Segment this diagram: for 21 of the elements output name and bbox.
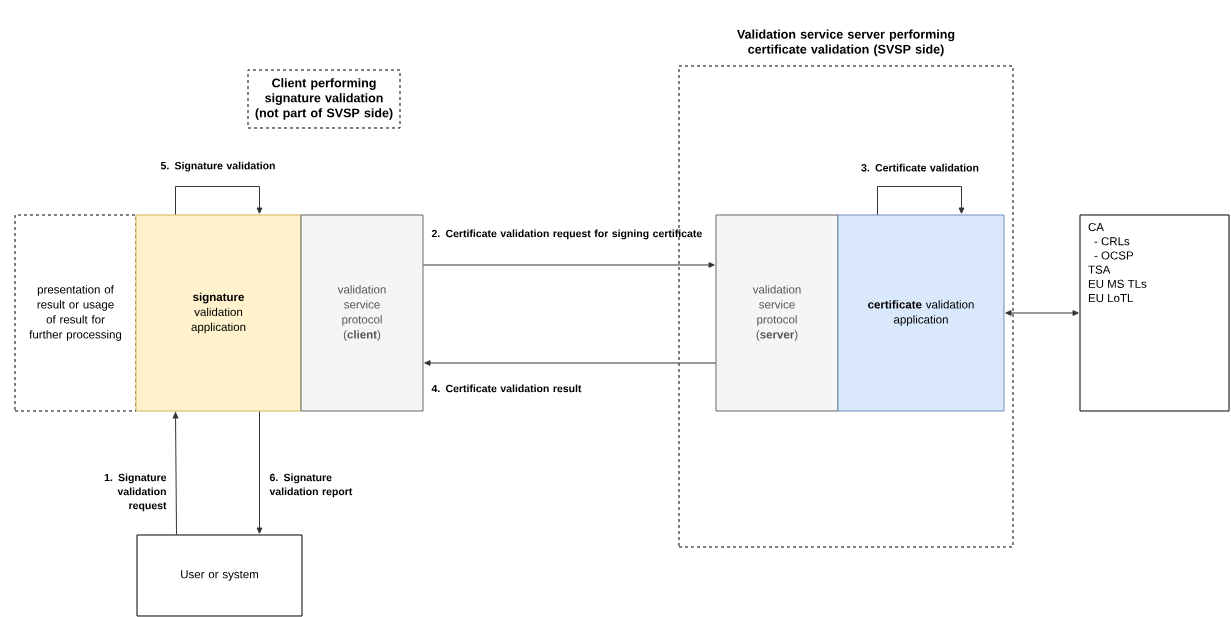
arrow xyxy=(1005,310,1079,316)
source-list-box: CA - CRLs - OCSP TSA EU MS TLs EU LoTL xyxy=(1079,214,1230,412)
arrow xyxy=(172,412,179,535)
protocol-box: validation service protocol (client) xyxy=(300,214,424,412)
edge-label: 4. Certificate validation result xyxy=(431,384,582,393)
arrow xyxy=(423,262,715,268)
actor-box: User or system xyxy=(136,534,303,617)
edge-label: 1. Signature validation request xyxy=(104,473,167,512)
edge-label: 2. Certificate validation request for signing certificate xyxy=(431,229,702,240)
arrow xyxy=(424,360,716,366)
node-label: Validation service server performing certificate validation (SVSP side) xyxy=(737,29,955,57)
group-title-box: Client performing signature validation (not part of SVSP side) xyxy=(247,69,401,129)
arrow xyxy=(175,186,263,215)
application-box: signature validation application xyxy=(135,214,302,412)
edge-label: 3. Certificate validation xyxy=(861,163,979,172)
application-box: certificate validation application xyxy=(837,214,1005,412)
arrow xyxy=(256,411,263,534)
arrow xyxy=(877,186,965,215)
edge-label: 6. Signature validation report xyxy=(269,473,353,498)
protocol-box: validation service protocol (server) xyxy=(715,214,839,412)
edge-label: 5. Signature validation xyxy=(160,161,275,172)
